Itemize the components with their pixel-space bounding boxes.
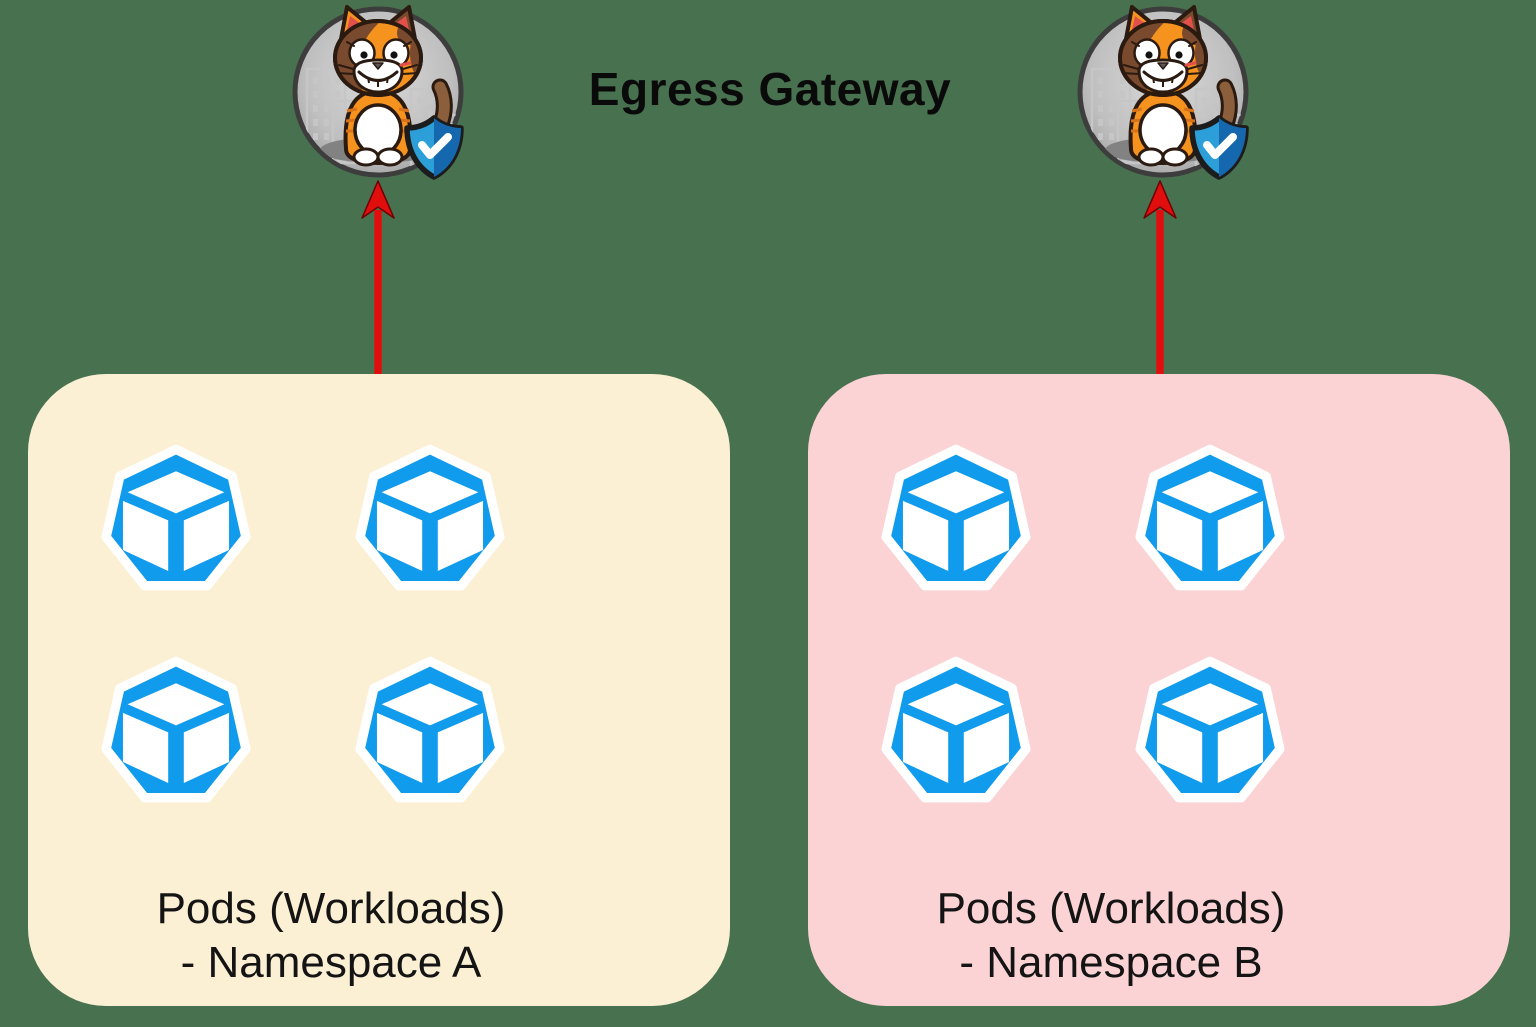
namespace-b-box: Pods (Workloads) - Namespace B <box>808 374 1510 1006</box>
kubernetes-pod-icon <box>878 440 1034 596</box>
namespace-b-label: Pods (Workloads) - Namespace B <box>937 882 1286 990</box>
page-title: Egress Gateway <box>588 63 952 115</box>
kubernetes-pod-icon <box>352 652 508 808</box>
namespace-a-box: Pods (Workloads) - Namespace A <box>28 374 730 1006</box>
kubernetes-pod-icon <box>1132 652 1288 808</box>
namespace-label-line1: Pods (Workloads) <box>936 884 1286 933</box>
kubernetes-pod-icon <box>878 652 1034 808</box>
egress-arrow-left <box>361 180 395 374</box>
namespace-label-line2: - Namespace A <box>180 938 482 987</box>
egress-gateway-cat-icon <box>1068 0 1268 197</box>
kubernetes-pod-icon <box>352 440 508 596</box>
kubernetes-pod-icon <box>98 652 254 808</box>
kubernetes-pod-icon <box>1132 440 1288 596</box>
namespace-a-label: Pods (Workloads) - Namespace A <box>157 882 506 990</box>
namespace-label-line2: - Namespace B <box>959 938 1263 987</box>
egress-gateway-cat-icon <box>283 0 483 197</box>
kubernetes-pod-icon <box>98 440 254 596</box>
namespace-label-line1: Pods (Workloads) <box>156 884 506 933</box>
egress-arrow-right <box>1143 180 1177 374</box>
